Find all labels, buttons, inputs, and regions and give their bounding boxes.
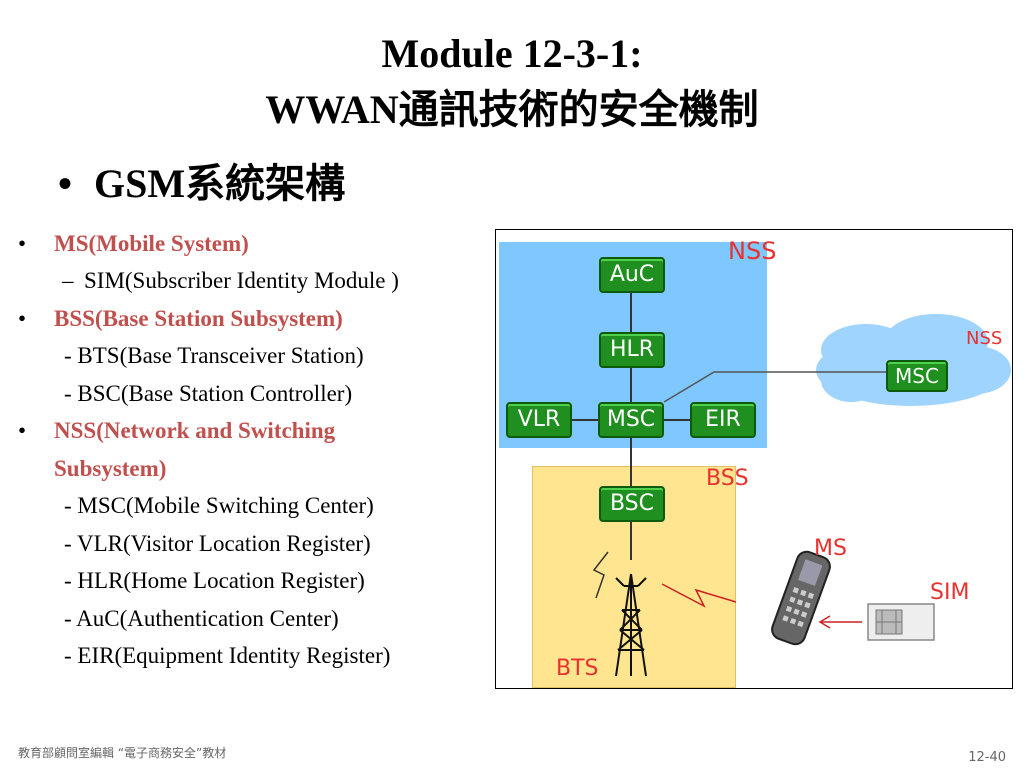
label-bts: BTS: [556, 656, 599, 681]
node-auc: AuC: [599, 257, 665, 293]
outline-bullet: –: [62, 268, 74, 293]
outline-item: SIM(Subscriber Identity Module ): [84, 268, 399, 293]
label-bss: BSS: [706, 466, 749, 491]
slide-title-line1: Module 12-3-1:: [381, 31, 643, 76]
node-msc: MSC: [598, 402, 664, 438]
outline-bullet: •: [18, 231, 27, 256]
link-msc-remote: [663, 371, 886, 403]
diagram-lines: [572, 293, 1011, 677]
radio-signal-bsc: [592, 551, 609, 599]
outline-item: - BTS(Base Transceiver Station): [64, 343, 364, 368]
outline-bullet: •: [18, 306, 27, 331]
label-nss-main: NSS: [728, 237, 777, 265]
node-eir: EIR: [690, 402, 756, 438]
outline-item: BSS(Base Station Subsystem): [54, 306, 343, 331]
node-vlr: VLR: [506, 402, 572, 438]
node-bsc: BSC: [599, 486, 665, 522]
sim-card-icon: [867, 603, 935, 641]
outline-item: - EIR(Equipment Identity Register): [64, 643, 391, 668]
footer-source: 教育部顧問室編輯 “電子商務安全”教材: [18, 746, 227, 760]
label-sim: SIM: [930, 580, 970, 605]
outline-item: - BSC(Base Station Controller): [64, 381, 353, 406]
outline-item: MS(Mobile System): [54, 231, 249, 256]
slide-title-line2: WWAN通訊技術的安全機制: [265, 87, 759, 132]
outline-item: - VLR(Visitor Location Register): [64, 531, 371, 556]
sim-arrow-head: [818, 615, 831, 629]
heading-bullet: •: [58, 161, 73, 206]
gsm-architecture-diagram: AuC HLR VLR MSC EIR BSC MSC NSS NSS BSS …: [495, 229, 1013, 689]
label-nss-cloud: NSS: [966, 328, 1003, 349]
outline-item: - AuC(Authentication Center): [64, 606, 339, 631]
outline-item: NSS(Network and Switching: [54, 418, 336, 443]
outline-item: - HLR(Home Location Register): [64, 568, 365, 593]
bts-tower-icon: [615, 573, 647, 677]
mobile-phone-icon: [771, 550, 831, 646]
outline-item: - MSC(Mobile Switching Center): [64, 493, 374, 518]
heading-text: GSM系統架構: [94, 161, 346, 206]
label-ms: MS: [814, 536, 847, 561]
outline-item: Subsystem): [54, 456, 167, 481]
node-msc-remote: MSC: [886, 360, 948, 392]
outline-bullet: •: [18, 418, 27, 443]
page-number: 12-40: [968, 750, 1006, 765]
radio-signal-ms: [661, 583, 737, 608]
node-hlr: HLR: [599, 332, 665, 368]
section-heading: • GSM系統架構: [58, 158, 345, 210]
